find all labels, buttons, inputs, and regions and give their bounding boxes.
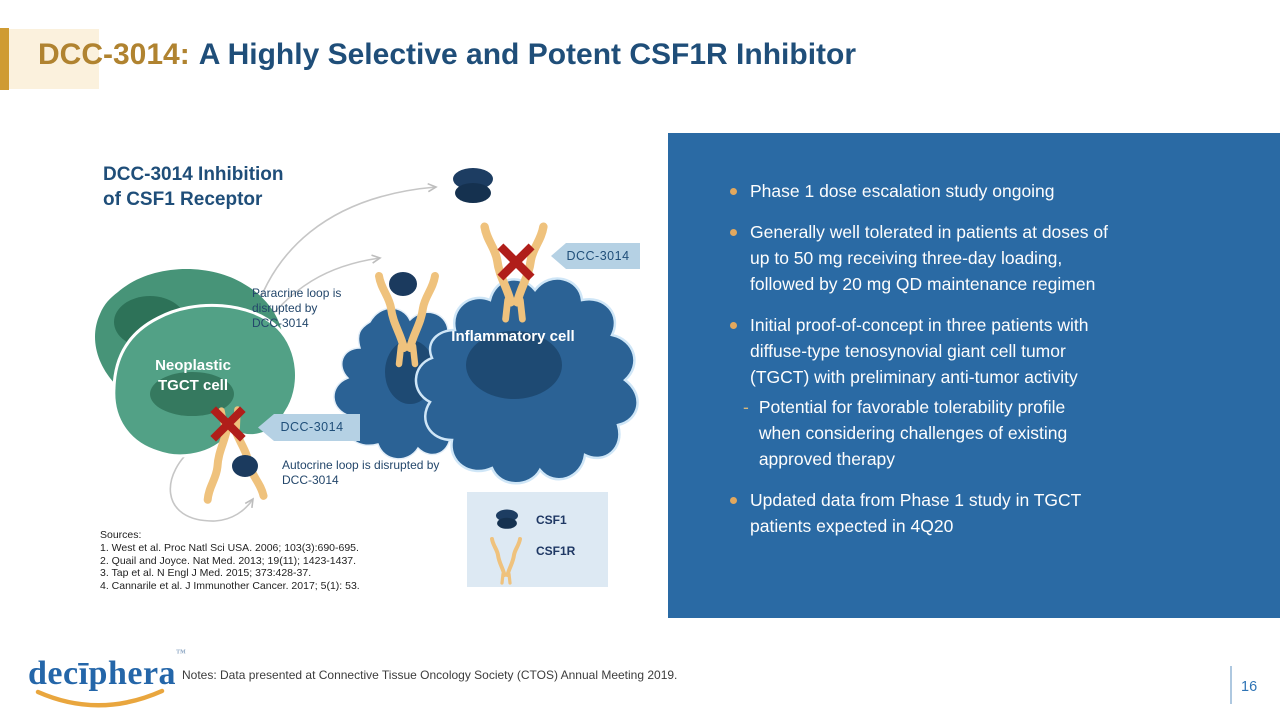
csf1-ligand-autocrine [232,455,258,477]
legend-csf1-icon [496,509,518,529]
inhibition-x-icon-top [503,249,528,274]
legend-csf1-label: CSF1 [536,513,567,527]
csf1r-receptor-bound [379,276,435,364]
key-points-panel: Phase 1 dose escalation study ongoing Ge… [668,133,1280,618]
csf1r-receptor-inhibited-top [485,227,544,319]
source-line: 2. Quail and Joyce. Nat Med. 2013; 19(11… [100,554,357,567]
sub-bullet-dash-icon: - [743,397,749,417]
logo-wordmark: decīphera [28,655,177,692]
inhibition-x-icon-bottom [216,412,240,436]
page-number: 16 [1241,679,1258,695]
inflammatory-cell-front [414,277,639,485]
callout-top-label: DCC-3014 [566,249,630,263]
bullet-dot-icon [730,229,737,236]
sub-bullet-item: - Potential for favorable tolerability p… [743,394,1232,472]
trademark-symbol: ™ [176,648,187,659]
inflammatory-cell-back-nucleus [385,340,435,404]
legend-csf1r-label: CSF1R [536,544,576,558]
inflammatory-cell-label: Inflammatory cell [451,328,575,345]
neoplastic-cell-label: Neoplastic TGCT cell [155,357,231,394]
header-accent-bar [0,28,9,90]
diagram-heading-line2: of CSF1 Receptor [103,189,263,210]
page-number-divider [1230,666,1232,704]
csf1-ligand-free [453,168,493,203]
bullet-item: Updated data from Phase 1 study in TGCT … [730,487,1232,539]
csf1r-receptor-inhibited-bottom [202,408,264,500]
source-line: 3. Tap et al. N Engl J Med. 2015; 373:42… [100,567,312,580]
bullet-dot-icon [730,188,737,195]
bullet-text: Initial proof-of-concept in three patien… [750,315,1089,387]
deciphera-logo: decīphera™ [28,648,186,693]
bullet-text: Phase 1 dose escalation study ongoing [750,181,1055,201]
page-title: DCC-3014:A Highly Selective and Potent C… [38,38,856,72]
title-description: A Highly Selective and Potent CSF1R Inhi… [198,38,857,71]
sources-heading: Sources: [100,529,142,541]
source-line: 1. West et al. Proc Natl Sci USA. 2006; … [100,541,359,554]
bullet-item: Initial proof-of-concept in three patien… [730,312,1232,390]
bullet-text: Generally well tolerated in patients at … [750,222,1108,294]
diagram-heading: DCC-3014 Inhibition of CSF1 Receptor [103,162,284,212]
callout-bottom-label: DCC-3014 [280,420,344,434]
footer-notes: Notes: Data presented at Connective Tiss… [182,668,678,682]
title-drug-name: DCC-3014: [38,38,190,71]
title-highlight-box [9,29,99,89]
autocrine-arrow-loop [169,445,254,522]
bullet-dot-icon [730,322,737,329]
legend-box [467,492,608,587]
diagram-heading-line1: DCC-3014 Inhibition [103,164,284,185]
csf1-ligand-bound [389,272,417,296]
bullet-dot-icon [730,497,737,504]
sub-bullet-text: Potential for favorable tolerability pro… [758,397,1068,469]
sources-block: Sources: 1. West et al. Proc Natl Sci US… [100,529,360,593]
paracrine-note: Paracrine loop is disrupted by DCC-3014 [252,286,342,330]
legend-csf1r-icon [490,537,522,585]
source-line: 4. Cannarile et al. J Immunother Cancer.… [100,580,360,593]
bullet-item: Phase 1 dose escalation study ongoing [730,178,1232,204]
logo-swoosh [35,688,165,708]
neoplastic-cell-back-nucleus [114,296,186,348]
bullet-item: Generally well tolerated in patients at … [730,219,1232,297]
bullet-text: Updated data from Phase 1 study in TGCT … [750,490,1082,536]
autocrine-note: Autocrine loop is disrupted by DCC-3014 [282,458,440,487]
